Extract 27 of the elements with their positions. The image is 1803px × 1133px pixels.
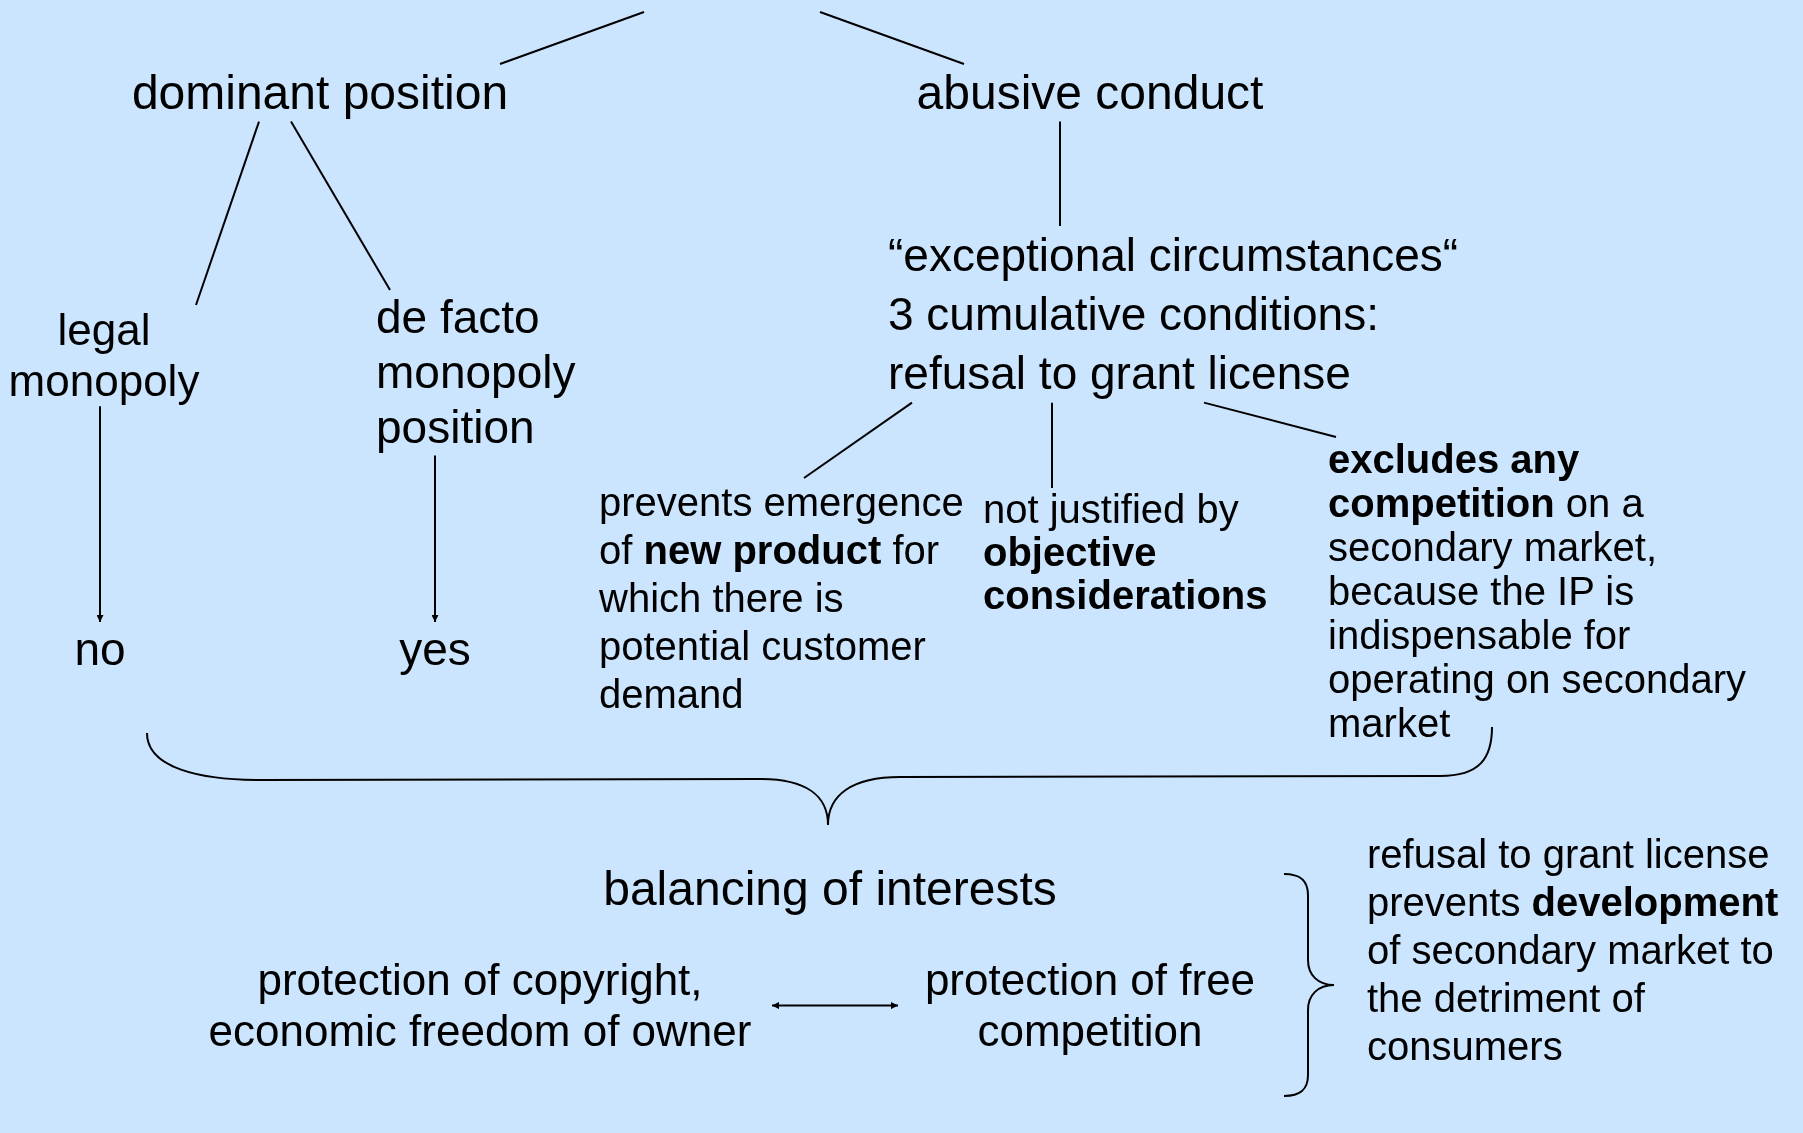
branch-label: legal monopoly [0, 305, 208, 407]
condition-text: prevents emergence of new product for which there is potential customer demand [599, 478, 974, 718]
connector-line [195, 120, 260, 306]
condition-heading: “exceptional circumstances“ [888, 228, 1460, 283]
interest-text: protection of copyright, economic freedom of owner [200, 955, 760, 1057]
connector-line [499, 11, 645, 65]
arrow [771, 1002, 899, 1010]
interest-text: protection of free competition [910, 955, 1270, 1057]
connector-line [1203, 401, 1337, 438]
branch-label: dominant position [110, 64, 530, 122]
answer-label: no [60, 622, 140, 678]
connector-line [819, 11, 965, 65]
answer-label: yes [390, 622, 480, 678]
branch-label: de facto monopoly position [376, 290, 616, 456]
connector-line [1051, 401, 1053, 489]
condition-text: excludes any competition on a secondary market, because the IP is indispensable for operating on secondary market [1328, 437, 1798, 745]
condition-heading: 3 cumulative conditions: [888, 286, 1380, 342]
connector-line [1059, 120, 1061, 227]
connector-line [290, 120, 391, 291]
heading-label: balancing of interests [560, 860, 1100, 918]
branch-label: abusive conduct [880, 64, 1300, 122]
condition-text: not justified by objective considerations [983, 488, 1313, 618]
arrow [96, 405, 104, 623]
condition-heading: refusal to grant license [888, 345, 1352, 401]
conclusion-text: refusal to grant license prevents development of secondary market to the detriment of consumers [1367, 830, 1787, 1070]
connector-line [803, 401, 913, 479]
arrow [431, 454, 439, 623]
